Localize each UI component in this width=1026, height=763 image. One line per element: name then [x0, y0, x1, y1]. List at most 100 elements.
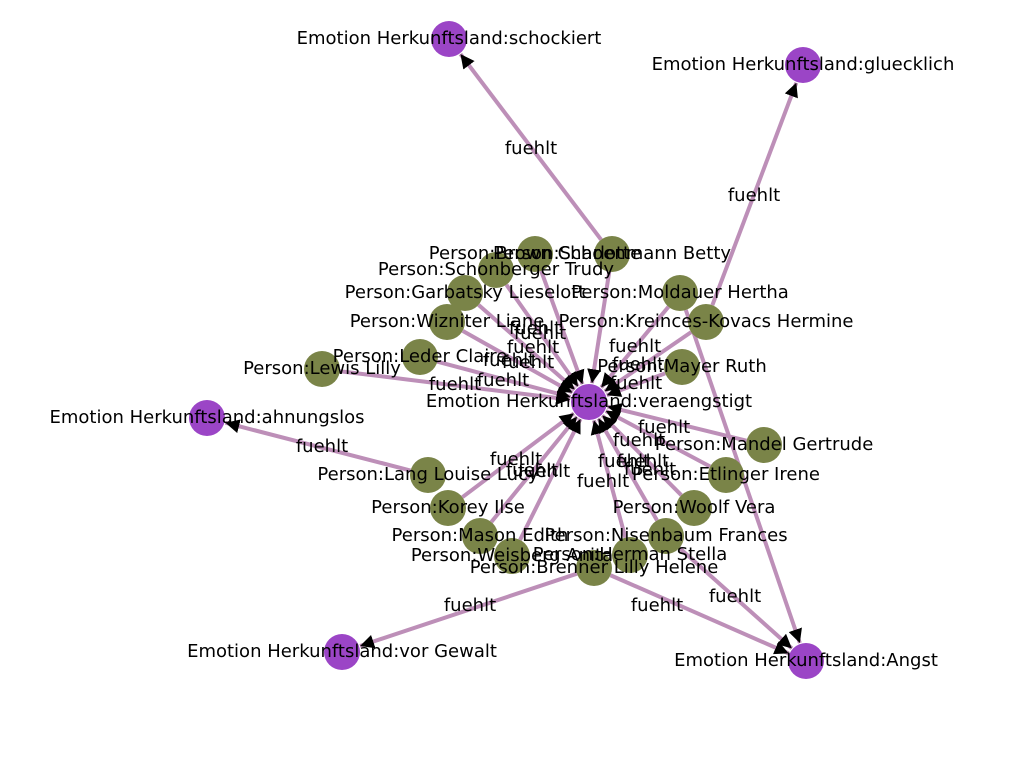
edge-label-etlinger-veraengstigt: fuehlt	[638, 417, 690, 438]
node-layer	[189, 21, 824, 679]
node-schockiert[interactable]	[431, 21, 467, 57]
edge-label-herman-veraengstigt: fuehlt	[577, 471, 629, 492]
node-brenner[interactable]	[576, 550, 612, 586]
edge-mason-veraengstigt	[489, 415, 579, 524]
edge-lewis-veraengstigt	[339, 369, 571, 405]
edge-label-brenner-vorgewalt: fuehlt	[444, 595, 496, 616]
node-label-veraengstigt: Emotion Herkunftsland:veraengstigt	[426, 391, 752, 412]
edge-label-wizniter-veraengstigt: fuehlt	[483, 350, 535, 371]
node-wizniter[interactable]	[429, 304, 465, 340]
node-label-brenner: Person:Brenner Lilly Helene	[470, 557, 719, 578]
edge-label-mason-veraengstigt: fuehlt	[506, 460, 558, 481]
node-label-vorgewalt: Emotion Herkunftsland:vor Gewalt	[187, 641, 497, 662]
edge-nisenbaum-veraengstigt	[596, 417, 659, 522]
node-kreinces[interactable]	[688, 304, 724, 340]
edge-label-schonberger-veraengstigt: fuehlt	[507, 337, 559, 358]
edge-label-kreinces-gluecklich: fuehlt	[728, 185, 780, 206]
node-nisenbaum[interactable]	[648, 518, 684, 554]
node-label-weisberg: Person:Weisberg Anita	[411, 545, 613, 566]
node-schoenmann[interactable]	[594, 236, 630, 272]
node-angst[interactable]	[788, 643, 824, 679]
edge-moldauer-veraengstigt	[599, 305, 670, 389]
edge-label-brown-veraengstigt: fuehlt	[509, 318, 561, 339]
edge-label-schoenmann-schockiert: fuehlt	[505, 138, 557, 159]
node-korey[interactable]	[430, 490, 466, 526]
edge-nisenbaum-angst	[678, 546, 794, 650]
edge-etlinger-veraengstigt	[604, 409, 712, 469]
node-label-leder: Person:Leder Claire	[333, 346, 508, 367]
edge-label-woolf-veraengstigt: fuehlt	[617, 451, 669, 472]
node-label-mayer: Person:Mayer Ruth	[597, 356, 767, 377]
node-ahnungslos[interactable]	[189, 400, 225, 436]
edge-label-leder-veraengstigt: fuehlt	[477, 370, 529, 391]
edge-brown-veraengstigt	[539, 270, 585, 385]
node-vorgewalt[interactable]	[324, 634, 360, 670]
edge-schonberger-veraengstigt	[504, 283, 580, 388]
edge-layer	[224, 52, 802, 656]
node-label-gluecklich: Emotion Herkunftsland:gluecklich	[652, 54, 955, 75]
node-moldauer[interactable]	[662, 275, 698, 311]
edge-garbatsky-veraengstigt	[477, 303, 577, 391]
edge-label-brenner-angst: fuehlt	[631, 595, 683, 616]
node-label-woolf: Person:Woolf Vera	[613, 497, 776, 518]
node-label-nisenbaum: Person:Nisenbaum Frances	[544, 525, 787, 546]
edge-schoenmann-veraengstigt	[587, 271, 612, 384]
node-label-herman: Person:Herman Stella	[533, 544, 728, 565]
edge-woolf-veraengstigt	[600, 414, 683, 497]
node-weisberg[interactable]	[494, 538, 530, 574]
node-garbatsky[interactable]	[447, 275, 483, 311]
node-lewis[interactable]	[304, 351, 340, 387]
node-gluecklich[interactable]	[785, 47, 821, 83]
edge-brenner-vorgewalt	[359, 571, 578, 649]
edge-label-nisenbaum-veraengstigt: fuehlt	[598, 451, 650, 472]
edge-label-mandel-veraengstigt: fuehlt	[613, 430, 665, 451]
node-label-mason: Person:Mason Edith	[392, 525, 569, 546]
edge-label-kreinces-veraengstigt: fuehlt	[612, 354, 664, 375]
edge-label-layer: fuehltfuehltfuehltfuehltfuehltfuehltfueh…	[296, 138, 780, 616]
node-mandel[interactable]	[746, 427, 782, 463]
node-mayer[interactable]	[664, 349, 700, 385]
node-label-kreinces: Person:Kreinces-Kovacs Hermine	[559, 311, 854, 332]
edge-leder-veraengstigt	[436, 359, 572, 401]
edge-brenner-angst	[609, 573, 790, 656]
node-label-schonberger: Person:Schonberger Trudy	[378, 259, 614, 280]
node-label-korey: Person:Korey Ilse	[371, 497, 525, 518]
edge-kreinces-gluecklich	[710, 82, 799, 306]
node-label-lang: Person:Lang Louise Lucy	[317, 464, 538, 485]
edge-herman-veraengstigt	[590, 419, 628, 539]
edge-label-weisberg-veraengstigt: fuehlt	[518, 461, 570, 482]
node-herman[interactable]	[612, 537, 648, 573]
edge-label-korey-veraengstigt: fuehlt	[490, 449, 542, 470]
node-leder[interactable]	[402, 339, 438, 375]
node-schonberger[interactable]	[478, 252, 514, 288]
node-label-brown: Person:Brown Charlotte	[429, 243, 641, 264]
node-label-wizniter: Person:Wizniter Liane	[350, 311, 545, 332]
node-etlinger[interactable]	[708, 457, 744, 493]
edge-mayer-veraengstigt	[606, 371, 666, 398]
node-brown[interactable]	[517, 236, 553, 272]
node-mason[interactable]	[462, 518, 498, 554]
node-woolf[interactable]	[676, 490, 712, 526]
edge-schoenmann-schockiert	[458, 52, 603, 241]
edge-korey-veraengstigt	[461, 411, 576, 499]
edge-mandel-veraengstigt	[606, 403, 747, 443]
edge-label-nisenbaum-angst: fuehlt	[709, 586, 761, 607]
edge-wizniter-veraengstigt	[461, 329, 574, 395]
edge-label-moldauer-angst: fuehlt	[624, 459, 676, 480]
node-label-etlinger: Person:Etlinger Irene	[632, 464, 820, 485]
edge-lang-ahnungslos	[224, 419, 412, 473]
node-label-lewis: Person:Lewis Lilly	[243, 358, 401, 379]
node-label-layer: Emotion Herkunftsland:veraengstigtEmotio…	[49, 28, 954, 671]
node-label-ahnungslos: Emotion Herkunftsland:ahnungslos	[49, 407, 364, 428]
node-lang[interactable]	[410, 457, 446, 493]
edge-label-lang-ahnungslos: fuehlt	[296, 436, 348, 457]
edge-label-garbatsky-veraengstigt: fuehlt	[502, 352, 554, 373]
node-label-schockiert: Emotion Herkunftsland:schockiert	[297, 28, 602, 49]
node-label-angst: Emotion Herkunftsland:Angst	[674, 650, 938, 671]
edge-label-moldauer-veraengstigt: fuehlt	[609, 336, 661, 357]
node-label-mandel: Person:Mandel Gertrude	[655, 434, 874, 455]
node-label-schoenmann: Person:Schoenmann Betty	[493, 243, 731, 264]
node-veraengstigt[interactable]	[571, 384, 607, 420]
edge-label-lewis-veraengstigt: fuehlt	[429, 374, 481, 395]
